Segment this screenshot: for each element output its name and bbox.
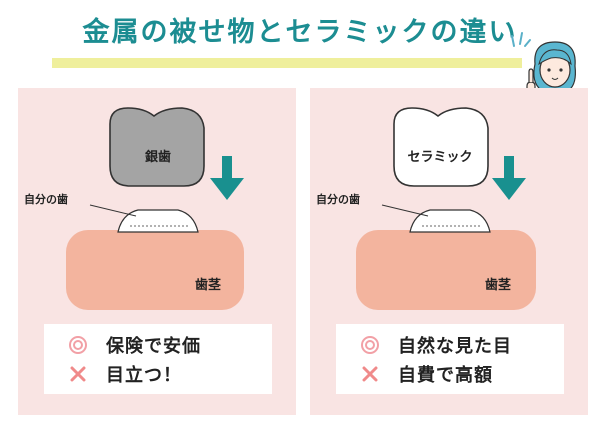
ceramic-crown-shape [393,107,489,187]
metal-crown-panel: 銀歯 自分の歯 歯茎 保険で安価 目立つ！ [18,88,296,415]
comparison-box: 自然な見た目 自費で高額 [336,324,564,394]
title-highlight [52,58,522,68]
metal-crown-shape [109,107,205,187]
pros-text: 自然な見た目 [398,336,512,357]
pros-text: 保険で安価 [106,336,201,357]
cons-row: 自費で高額 [336,360,564,388]
cons-row: 目立つ！ [44,360,272,388]
gum-label: 歯茎 [484,278,511,293]
pros-row: 保険で安価 [44,331,272,359]
down-arrow-icon [492,156,526,200]
own-tooth-shape [409,209,491,233]
sparkle-icon [511,32,531,47]
gum-label: 歯茎 [194,278,221,293]
gum-shape [66,230,244,310]
own-tooth-shape [117,209,199,233]
cons-text: 自費で高額 [398,365,493,386]
x-mark-icon [66,364,90,384]
cons-text: 目立つ！ [106,365,182,386]
double-circle-icon [358,335,382,355]
own-tooth-label: 自分の歯 [316,193,360,206]
ceramic-crown-panel: セラミック 自分の歯 歯茎 自然な見た目 自費で高額 [310,88,588,415]
double-circle-icon [66,335,90,355]
metal-crown-label: 銀歯 [144,150,171,165]
own-tooth-label: 自分の歯 [24,193,68,206]
x-mark-icon [358,364,382,384]
ceramic-crown-label: セラミック [407,150,473,165]
comparison-box: 保険で安価 目立つ！ [44,324,272,394]
pros-row: 自然な見た目 [336,331,564,359]
down-arrow-icon [210,156,244,200]
page-title: 金属の被せ物とセラミックの違い [82,17,518,48]
gum-shape [356,230,536,310]
